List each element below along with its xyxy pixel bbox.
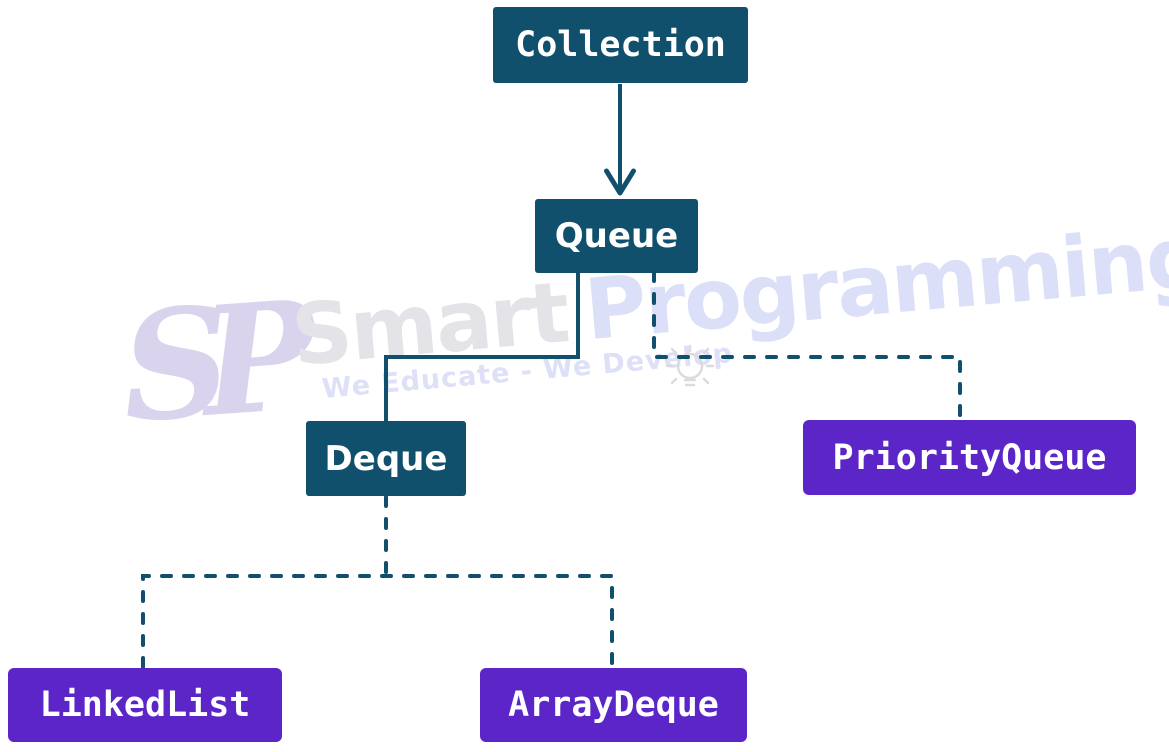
node-collection-label: Collection [515, 25, 726, 65]
node-deque-label: Deque [324, 438, 448, 479]
node-arraydeque-label: ArrayDeque [508, 685, 719, 725]
edge-queue-priorityqueue [652, 270, 962, 423]
node-linkedlist: LinkedList [8, 668, 282, 742]
node-queue-label: Queue [554, 216, 679, 256]
node-collection: Collection [493, 7, 748, 83]
connector-group [141, 84, 962, 669]
edge-queue-deque [384, 272, 580, 422]
node-arraydeque: ArrayDeque [480, 668, 747, 742]
node-queue: Queue [535, 199, 698, 273]
node-priorityqueue-label: PriorityQueue [832, 437, 1107, 478]
node-deque: Deque [306, 421, 466, 496]
edge-deque-children [141, 574, 614, 669]
arrowhead-icon [604, 168, 636, 196]
node-linkedlist-label: LinkedList [39, 685, 251, 725]
node-priorityqueue: PriorityQueue [803, 420, 1136, 495]
